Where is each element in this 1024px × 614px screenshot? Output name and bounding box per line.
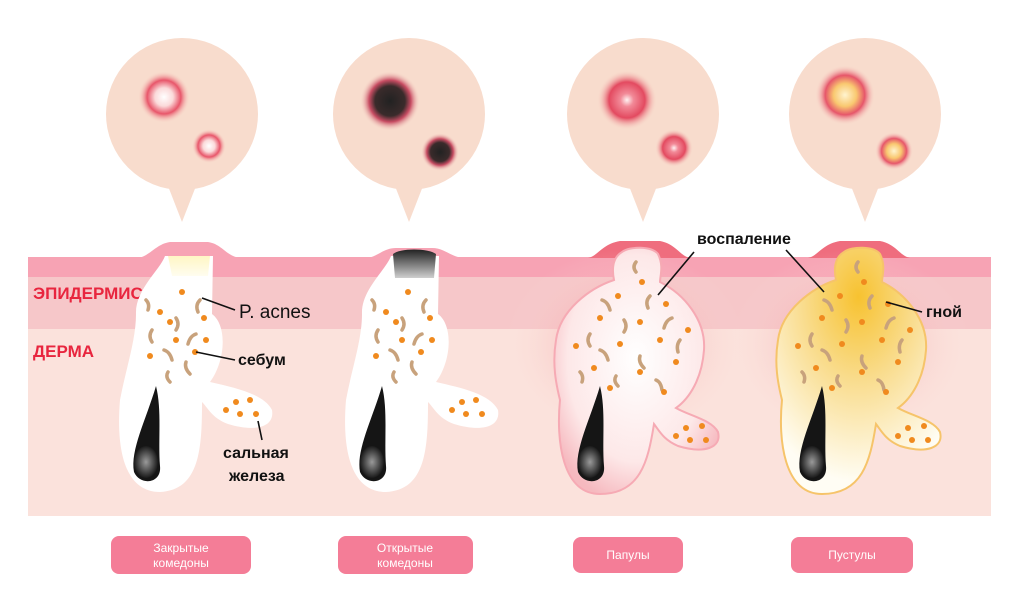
bacteria-annotation: P. acnes [239,302,310,323]
stage-label-closed-comedones: Закрытые комедоны [111,536,251,574]
bacteria-group [144,298,202,384]
stage-pustule [775,38,942,496]
skin-closeup-bubble [106,38,258,222]
stage-label-open-comedones: Открытые комедоны [338,536,473,574]
stage-label-papules: Папулы [573,537,683,573]
svg-text:Закрытые: Закрытые [153,541,209,555]
epidermis-label: ЭПИДЕРМИС [33,284,143,303]
leader-gland [257,420,263,441]
annotation-leader-lines [195,249,923,441]
gland-annotation-line1: сальная [223,445,289,462]
sebaceous-gland-dots [895,423,931,443]
dermis-label: ДЕРМА [33,342,94,361]
papule-spot-large [597,70,657,130]
sebum-annotation: себум [238,352,286,369]
leader-inflammation-pustule [785,249,825,293]
bump-1 [138,242,240,258]
sebum-dots [147,289,209,359]
pustule-spot-large [815,65,875,125]
whitehead-spot-small [192,129,226,163]
leader-pus [885,301,923,313]
sebaceous-gland-dots [449,397,485,417]
svg-text:Папулы: Папулы [606,548,649,562]
bacteria-group [578,260,682,392]
blackhead-spot-large [360,71,420,131]
svg-text:Пустулы: Пустулы [828,548,875,562]
sebum-dots [573,279,691,395]
skin-surface-band [28,257,991,277]
svg-text:Открытые: Открытые [377,541,434,555]
svg-text:комедоны: комедоны [377,556,433,570]
pustule-spot-small [875,132,913,170]
sebum-dots [795,279,913,395]
hair-bulb [578,446,602,478]
bacteria-group [800,260,904,392]
blackhead-spot-small [421,133,459,171]
sebum-dots [373,289,435,359]
hair-bulb [800,446,824,478]
sebaceous-gland-dots [673,423,709,443]
leader-sebum [195,351,236,361]
hair-bulb [360,446,384,478]
whitehead-plug [168,256,210,276]
skin-closeup-bubble [567,38,719,222]
leader-inflammation-papule [657,251,695,296]
blackhead-plug [393,249,436,278]
skin-closeup-bubble [333,38,485,222]
stage-open-comedone [333,38,499,492]
skin-closeup-bubble [789,38,941,222]
gland-annotation-line2: железа [228,468,285,485]
stage-papule [553,38,720,496]
papule-spot-small [655,129,693,167]
hair-bulb [134,446,158,478]
pus-annotation: гной [926,304,962,321]
stage-label-pustules: Пустулы [791,537,913,573]
whitehead-spot-large [138,71,190,123]
bacteria-group [370,298,428,384]
stage-closed-comedone [106,38,273,492]
leader-bacteria [201,297,236,311]
inflammation-annotation: воспаление [697,231,791,248]
sebaceous-gland-dots [223,397,259,417]
svg-text:комедоны: комедоны [153,556,209,570]
